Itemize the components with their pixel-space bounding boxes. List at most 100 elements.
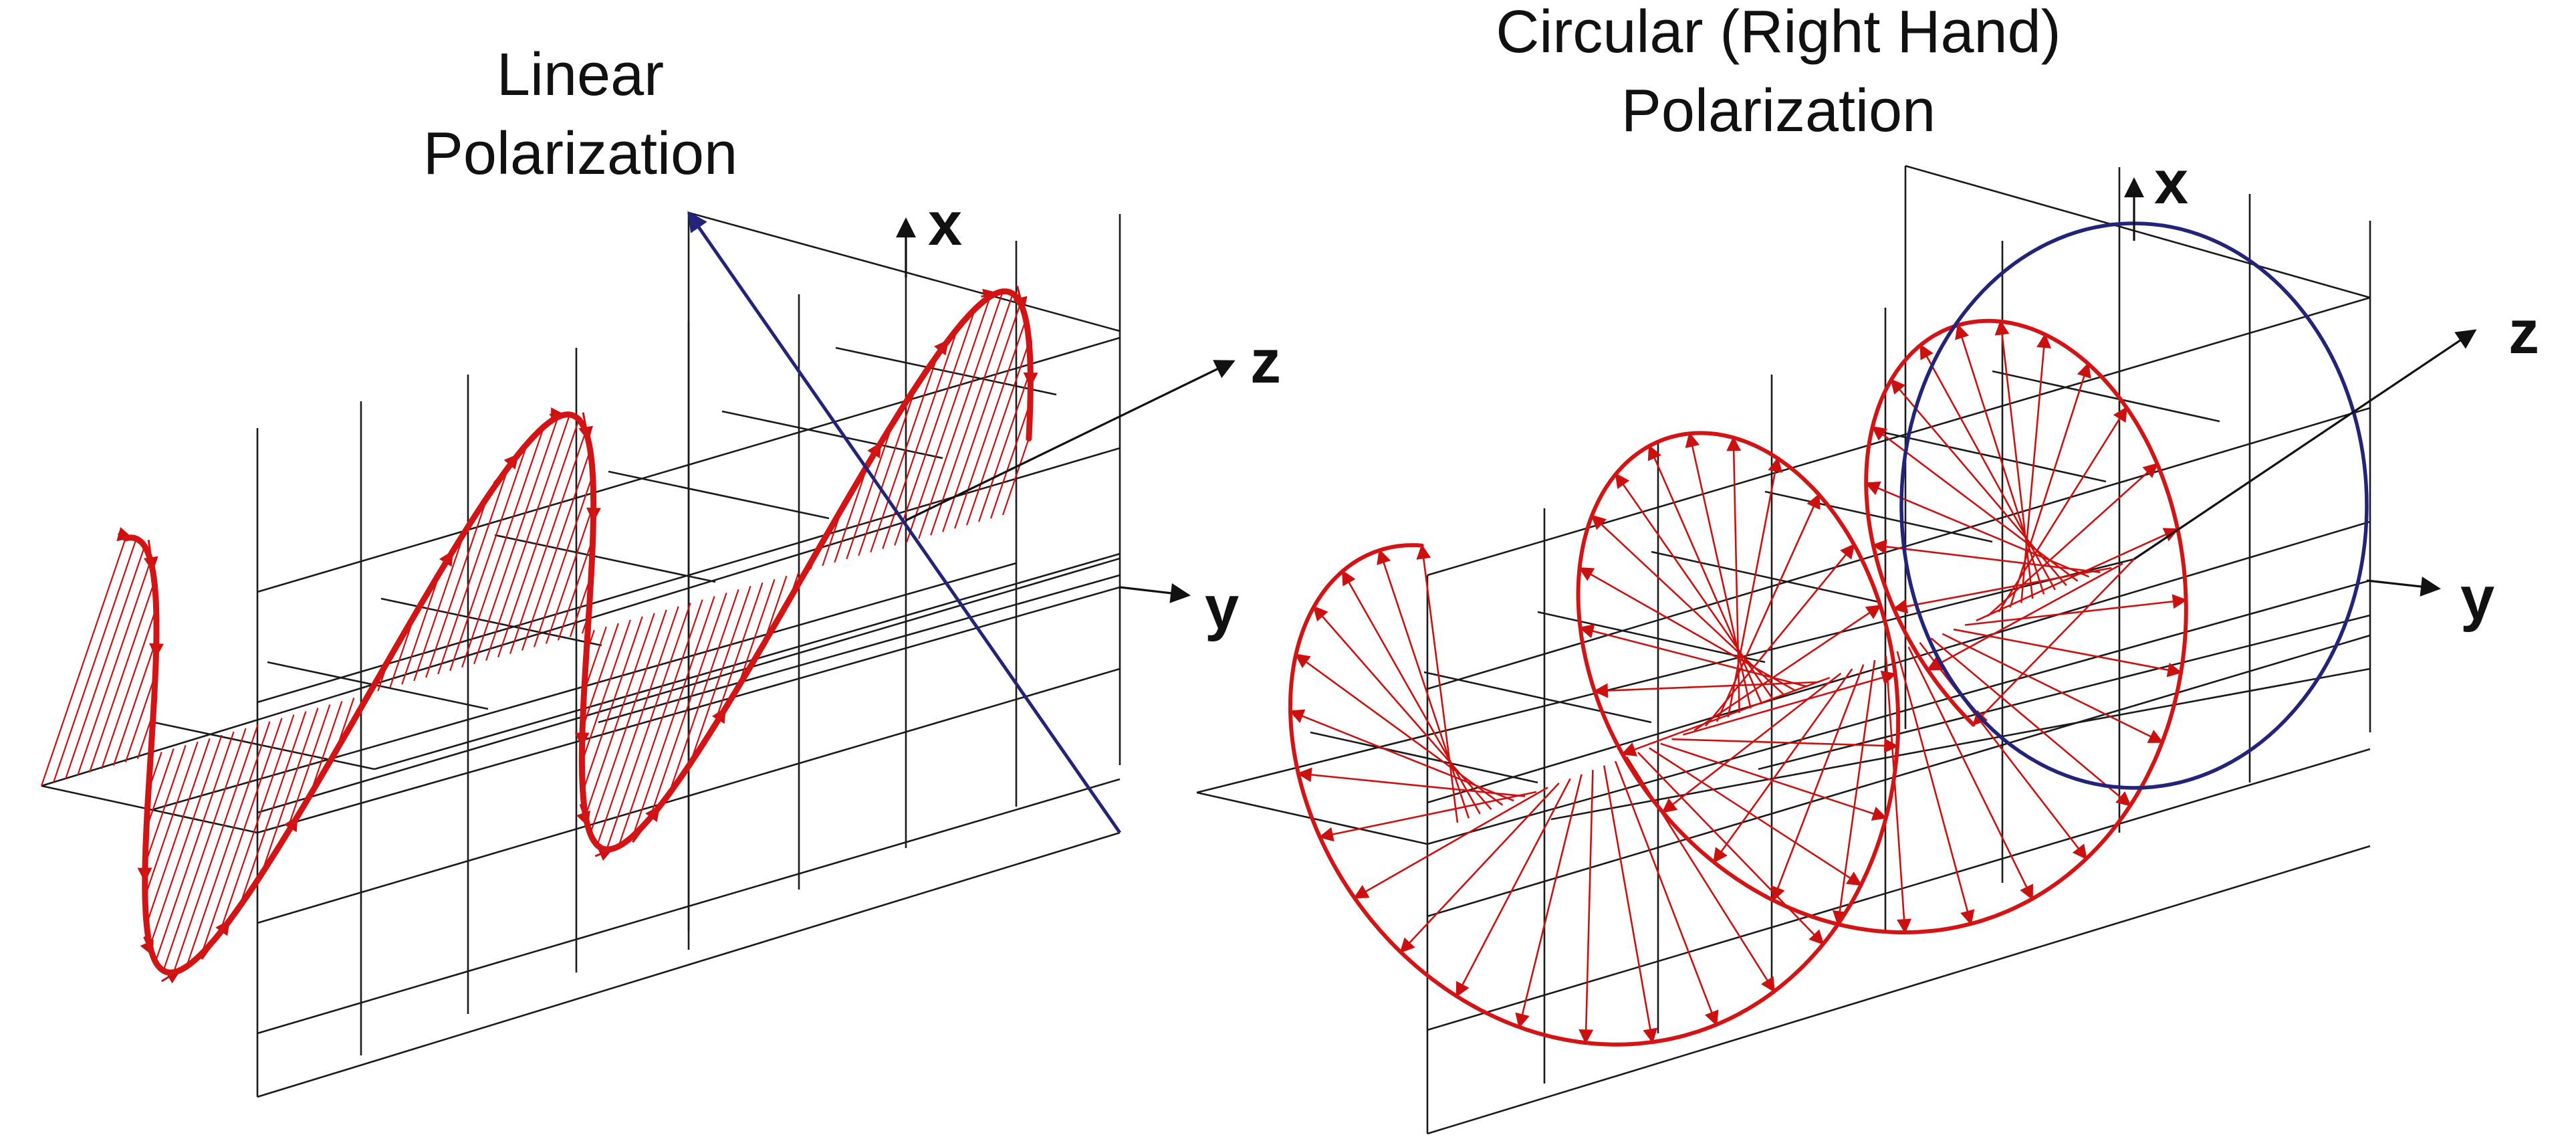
field-vector-line [545,504,594,644]
field-vector-line [449,443,528,671]
field-vector-arrow [1955,324,2045,595]
field-vector-line [52,538,137,783]
field-vector-line [906,296,991,542]
field-vector-arrow [1705,543,1855,727]
field-vector-arrow [1661,672,1842,813]
circular-helix-envelope [1288,318,2188,1047]
field-vector-line [894,308,976,546]
circular-title-line2: Polarization [1621,78,1936,144]
field-vector-line [473,417,559,665]
linear-x-axis-label: x [928,190,962,258]
field-vector-arrow [1919,344,2057,591]
field-vector-arrow [1578,623,1808,688]
field-vector-arrow [2020,332,2052,603]
field-vector-arrow [1455,778,1571,998]
linear-wave-curve [122,288,1034,976]
field-vector-line [172,724,259,973]
grid-line [494,534,716,583]
field-vector-line [834,463,869,563]
field-vector-arrow [1593,681,1819,698]
field-vector-line [413,532,465,682]
field-vector-line [497,419,580,657]
field-vector-line [309,701,343,797]
field-vector-arrow [1671,738,1899,753]
field-vector-arrow [1342,570,1481,815]
grid-line [41,520,907,787]
field-vector-arrow [1907,646,2034,900]
field-vector-line [689,585,751,764]
circular-helix-curve [1288,318,2188,1047]
field-vector-arrow [1682,670,1897,736]
field-vector-line [219,714,295,934]
field-vector-line [942,303,1022,532]
grid-line [608,470,830,520]
grid-line [1423,671,1652,724]
field-vector-arrow [2009,362,2091,608]
field-vector-line [283,704,331,838]
field-vector-arrow [1312,605,1492,811]
field-vector-arrow [1296,767,1526,797]
linear-reference-vector [687,211,1122,834]
field-vector-arrow [1994,320,2034,599]
field-vector-arrow [1964,594,2188,626]
grid-line [1427,748,2371,1031]
grid-line [1764,490,1993,543]
grid-line [1550,667,2371,821]
field-vector-arrow [1930,637,2132,807]
field-vector-line [930,293,1014,536]
field-vector-arrow [1615,472,1774,700]
field-vector-line [596,606,679,845]
field-vector-line [146,738,211,925]
circular-y-axis [2366,577,2441,597]
grid-line [1537,611,1766,663]
grid-line [1758,614,2371,770]
field-vector-arrow [1926,562,2123,671]
field-vector-arrow [1603,765,1658,1044]
field-vector-arrow [1353,787,1548,899]
field-vector-arrow [1685,432,1752,709]
circular-reference-circle [1899,221,2369,790]
grid-line [835,346,1057,396]
field-vector-arrow [1865,481,2090,578]
grid-line [153,721,375,770]
field-vector-line [521,449,591,651]
field-vector-arrow [1649,747,1863,886]
circular-polarization-panel: x y z Circular (Right Hand) Polarization [1196,0,2539,1135]
field-vector-line [437,467,509,675]
field-vector-arrow [1896,651,1975,926]
field-vector-arrow [1890,379,2067,587]
field-vector-arrow [1726,436,1742,713]
linear-y-axis-label: y [1205,574,1239,642]
linear-polarization-panel: x y z Linear Polarization [40,41,1281,1098]
grid-line [1992,370,2220,423]
linear-title-line1: Linear [497,41,664,108]
grid-line [1427,845,2371,1135]
field-vector-line [100,608,157,770]
field-vector-line [632,596,715,837]
field-vector-line [606,603,691,850]
field-vector-arrow [1713,668,1853,863]
field-vector-line [858,386,917,556]
field-vector-line [978,369,1032,522]
field-vector-arrow [1288,709,1514,802]
field-vector-line [737,579,776,689]
grid-line [257,831,1121,1098]
field-vector-line [461,426,545,668]
field-vector-line [583,626,607,693]
field-vector-line [145,748,174,829]
field-vector-line [870,354,939,553]
grid-line [1427,634,2371,918]
field-vector-arrow [1832,659,1876,926]
field-vector-line [882,328,959,549]
field-vector-arrow [1892,566,2112,614]
field-vector-line [712,582,764,729]
field-vector-arrow [1578,567,1796,692]
field-vector-arrow [1637,752,1825,945]
field-vector-arrow [1294,653,1504,806]
field-vector-line [185,721,271,967]
linear-z-axis-label: z [1250,328,1281,396]
circular-field-vectors [1288,320,2188,1045]
field-vector-line [144,744,187,865]
field-vector-line [582,616,643,792]
field-vector-line [112,639,157,766]
